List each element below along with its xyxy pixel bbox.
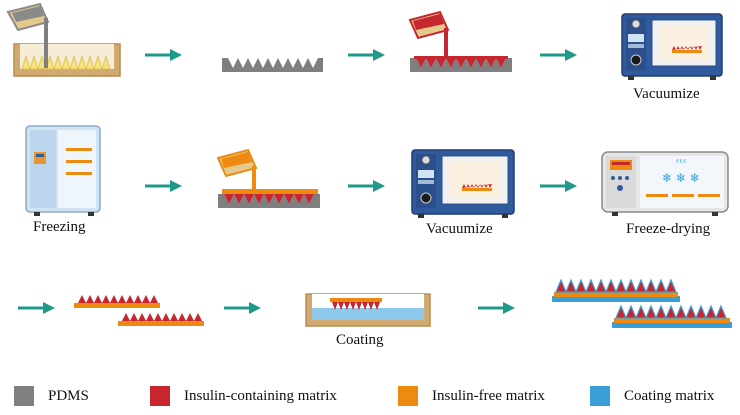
- legend-label: Coating matrix: [624, 387, 715, 404]
- process-arrow: [348, 180, 385, 192]
- legend-item-coating-matrix: Coating matrix: [590, 385, 714, 407]
- vacuum-oven: [411, 149, 515, 218]
- step-pdms-pouring: [6, 2, 121, 77]
- freezer: [25, 125, 101, 216]
- legend-swatch: [398, 386, 418, 406]
- legend-swatch: [14, 386, 34, 406]
- process-arrow: [224, 302, 261, 314]
- process-arrow: [145, 180, 182, 192]
- step-insulin-pouring: [408, 10, 512, 72]
- label-freezing: Freezing: [33, 219, 86, 235]
- label-freeze-drying: Freeze-drying: [626, 221, 711, 237]
- vacuum-oven: [621, 13, 723, 80]
- process-arrow: [540, 49, 577, 61]
- coated-microneedle-patches: [552, 278, 732, 328]
- svg-text:ᵋᵋᵋ: ᵋᵋᵋ: [676, 158, 687, 169]
- legend-label: Insulin-free matrix: [432, 387, 545, 404]
- process-arrow: [18, 302, 55, 314]
- legend-label: Insulin-containing matrix: [184, 387, 337, 404]
- legend-item-insulin-containing: Insulin-containing matrix: [150, 385, 337, 407]
- process-arrow: [478, 302, 515, 314]
- process-arrow: [348, 49, 385, 61]
- microneedle-patches: [74, 295, 204, 326]
- coating-bath: [305, 293, 431, 327]
- legend-item-pdms: PDMS: [14, 385, 89, 407]
- pdms-mold: [222, 58, 323, 72]
- legend-swatch: [590, 386, 610, 406]
- label-coating: Coating: [336, 332, 384, 348]
- legend-swatch: [150, 386, 170, 406]
- svg-text:❄ ❄ ❄: ❄ ❄ ❄: [662, 171, 700, 185]
- process-arrow: [145, 49, 182, 61]
- step-insulin-free-pouring: [216, 148, 320, 208]
- label-vacuumize-2: Vacuumize: [426, 221, 493, 237]
- legend-label: PDMS: [48, 387, 89, 404]
- legend-item-insulin-free: Insulin-free matrix: [398, 385, 545, 407]
- process-arrow: [540, 180, 577, 192]
- freeze-dryer: ᵋᵋᵋ ❄ ❄ ❄: [601, 151, 729, 216]
- label-vacuumize-1: Vacuumize: [633, 86, 700, 102]
